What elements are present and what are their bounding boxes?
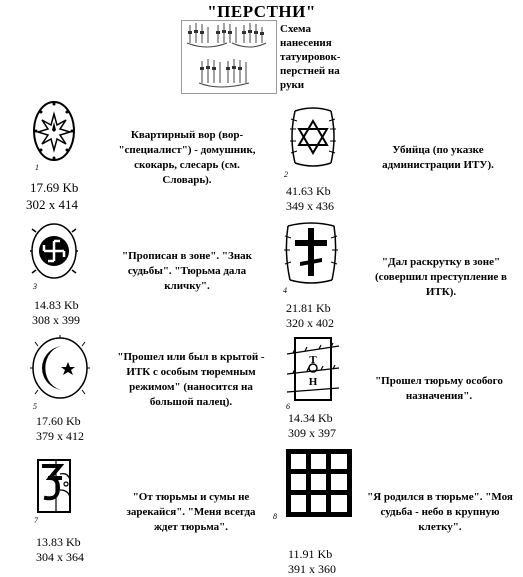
item-5-file-size: 17.60 Kb <box>36 414 81 428</box>
item-2-number: 2 <box>284 170 288 179</box>
item-3-file-size: 14.83 Kb <box>34 298 79 312</box>
prison-bars-grid-icon <box>286 449 352 517</box>
tattoo-8-image[interactable] <box>284 447 354 524</box>
tattoo-4-image[interactable] <box>282 220 340 289</box>
item-2-description: Убийца (по указке администрации ИТУ). <box>382 144 494 171</box>
item-5-number: 5 <box>33 402 37 411</box>
item-4-description: "Дал раскрутку в зоне" (совершил преступ… <box>374 256 507 298</box>
star-ring-icon <box>33 101 75 161</box>
item-2-dimensions: 349 x 436 <box>286 199 334 213</box>
tattoo-7-image[interactable] <box>34 456 76 521</box>
item-8-dimensions: 391 x 360 <box>288 562 336 576</box>
item-4-number: 4 <box>283 286 287 295</box>
hands-scheme-image[interactable] <box>181 20 277 94</box>
item-7-dimensions: 304 x 364 <box>36 550 84 564</box>
item-5-dimensions: 379 x 412 <box>36 429 84 443</box>
svg-text:Н: Н <box>309 376 318 388</box>
item-8-file-size: 11.91 Kb <box>288 547 333 561</box>
item-6-dimensions: 309 x 397 <box>288 426 336 440</box>
svg-text:Т: Т <box>309 354 317 366</box>
item-7-number: 7 <box>34 516 38 525</box>
tattoo-3-image[interactable] <box>30 222 78 285</box>
item-1-description: Квартирный вор (вор-"специалист") - дому… <box>118 129 256 186</box>
tattoo-6-image[interactable]: Т Н <box>283 334 343 411</box>
item-1-file-size: 17.69 Kb <box>30 180 79 195</box>
circle-swastika-ring-icon <box>30 223 78 279</box>
page-title: "ПЕРСТНИ" <box>207 2 316 21</box>
item-6-file-size: 14.34 Kb <box>288 411 333 425</box>
item-7-file-size: 13.83 Kb <box>36 535 81 549</box>
item-3-description: "Прописан в зоне". "Знак судьбы". "Тюрьм… <box>121 250 253 292</box>
item-1-dimensions: 302 x 414 <box>26 197 78 212</box>
hands-scheme-drawing <box>186 23 267 88</box>
item-1-number: 1 <box>35 163 39 172</box>
tattoo-1-image[interactable] <box>32 100 76 167</box>
scheme-caption: Схема нанесения татуировок-перстней на р… <box>280 23 341 91</box>
tattoo-2-image[interactable] <box>285 107 341 174</box>
item-8-number: 8 <box>273 512 277 521</box>
item-4-file-size: 21.81 Kb <box>286 301 331 315</box>
letter-z-box-ring-icon <box>37 459 71 513</box>
crescent-star-ring-icon <box>30 335 90 399</box>
barbed-rectangle-ring-icon: Т Н <box>286 337 340 401</box>
item-6-number: 6 <box>286 402 290 411</box>
star-of-david-ring-icon <box>290 107 336 167</box>
item-6-description: "Прошел тюрьму особого назначения". <box>375 375 503 402</box>
item-2-file-size: 41.63 Kb <box>286 184 331 198</box>
item-8-description: "Я родился в тюрьме". "Моя судьба - небо… <box>367 491 513 533</box>
item-4-dimensions: 320 x 402 <box>286 316 334 330</box>
item-7-description: "От тюрьмы и сумы не зарекайся". "Меня в… <box>126 491 256 533</box>
item-3-dimensions: 308 x 399 <box>32 313 80 327</box>
item-5-description: "Прошел или был в крытой - ИТК с особым … <box>117 351 265 408</box>
cross-ring-icon <box>284 222 338 284</box>
tattoo-5-image[interactable] <box>30 335 90 405</box>
item-3-number: 3 <box>33 282 37 291</box>
